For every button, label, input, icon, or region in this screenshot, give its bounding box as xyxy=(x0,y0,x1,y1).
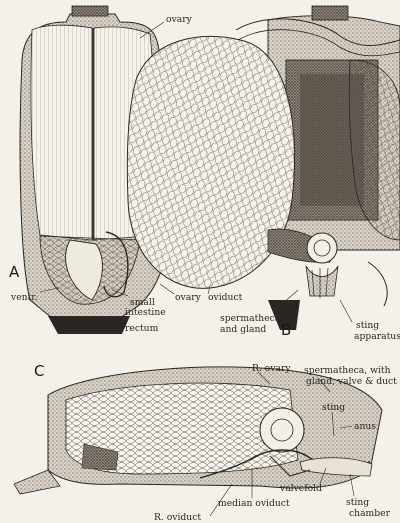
label-b-sting-1: sting xyxy=(356,320,379,331)
label-c-median-oviduct: median oviduct xyxy=(218,498,290,509)
label-a-ovary: ovary xyxy=(166,14,193,25)
panel-letter-c: C xyxy=(34,362,44,380)
label-a-small-intestine-2: intestine xyxy=(125,307,166,318)
label-a-ventr: ventr. xyxy=(10,292,38,303)
label-c-sting: sting xyxy=(322,402,345,413)
label-b-spermatheca-2: and gland xyxy=(220,324,266,335)
label-b-spermatheca-1: spermatheca xyxy=(220,313,281,324)
label-c-sting-chamber-1: sting xyxy=(346,497,369,508)
label-c-spermatheca-1: spermatheca, with xyxy=(304,365,391,376)
label-c-valvefold: valvefold xyxy=(279,483,322,494)
label-b-oviduct: oviduct xyxy=(208,292,243,303)
label-c-r-oviduct: R. oviduct xyxy=(154,512,201,523)
label-a-ovary-lower: ovary xyxy=(175,292,202,303)
panel-b-drawing xyxy=(127,6,400,330)
label-c-spermatheca-2: gland, valve & duct xyxy=(306,376,397,387)
panel-letter-b: B xyxy=(281,321,291,339)
panel-letter-a: A xyxy=(9,263,20,281)
label-c-r-ovary: R. ovary xyxy=(252,363,291,374)
label-b-sting-2: apparatus xyxy=(354,331,400,342)
label-a-rectum: rectum xyxy=(125,323,159,334)
label-c-sting-chamber-2: chamber xyxy=(349,508,391,519)
label-c-anus: anus xyxy=(354,421,376,432)
